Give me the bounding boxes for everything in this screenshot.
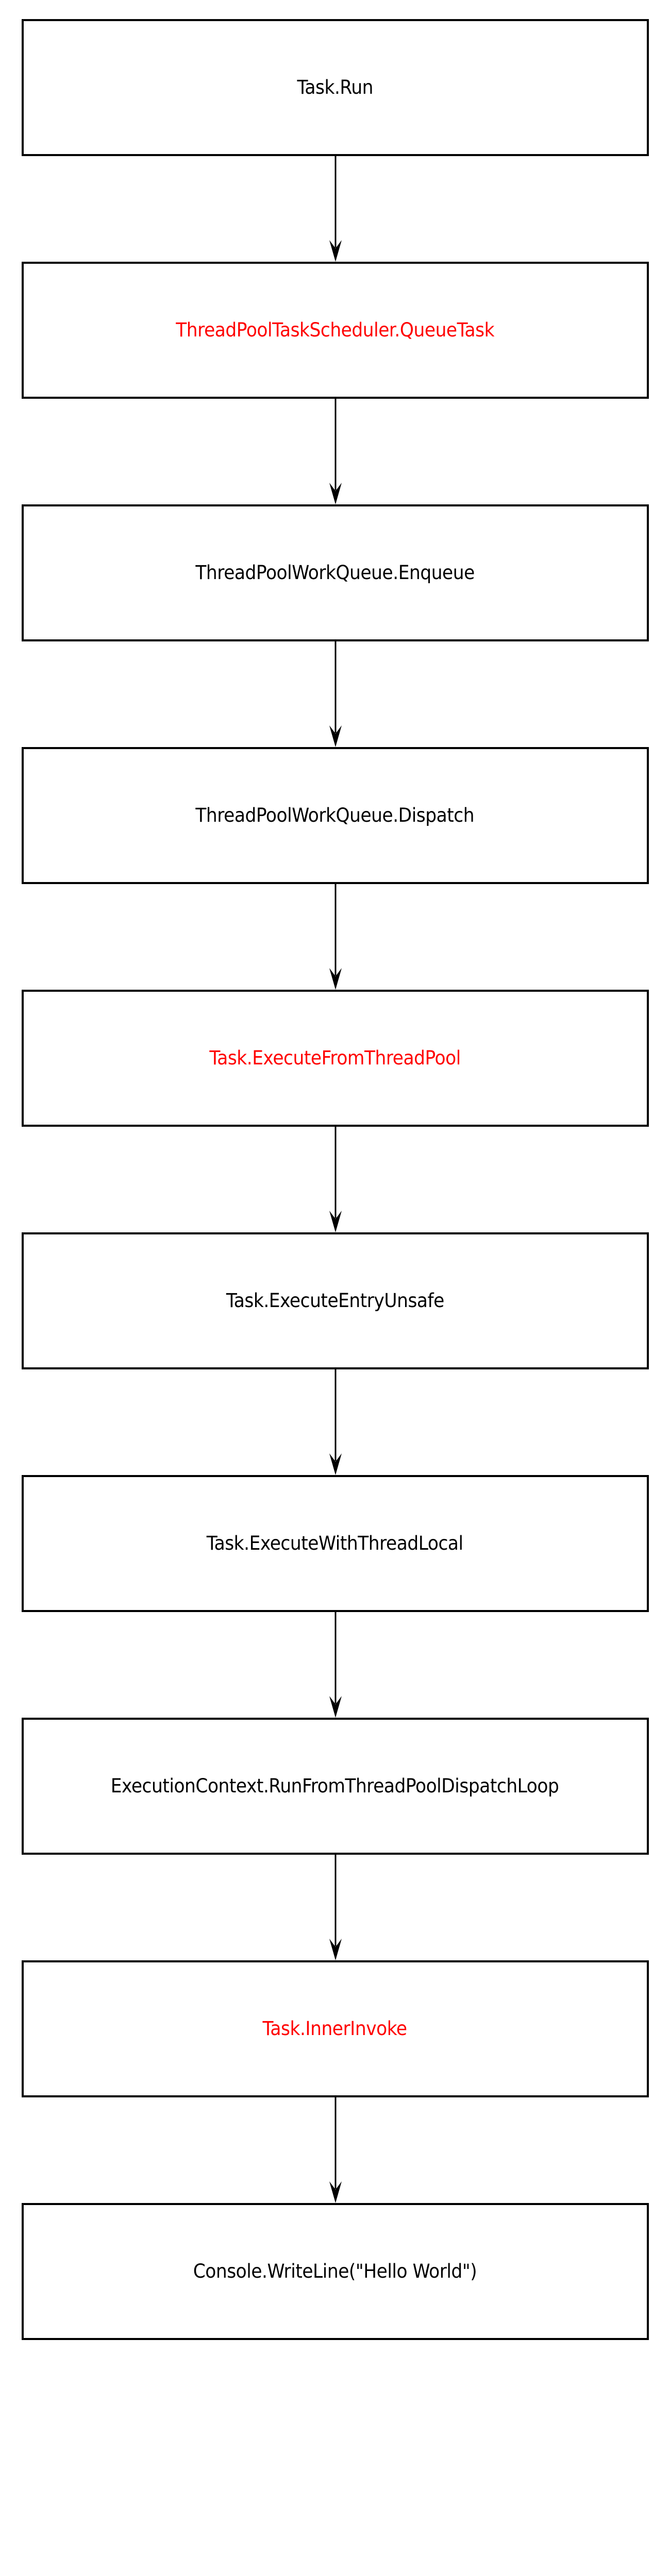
flow-node-label: ThreadPoolTaskScheduler.QueueTask [176,318,494,341]
flow-arrow-n7-to-n8 [22,1612,649,1718]
flow-arrow-n4-to-n5 [22,884,649,990]
flow-node-n9[interactable]: Task.InnerInvoke [21,1960,649,2097]
flow-node-n6[interactable]: Task.ExecuteEntryUnsafe [21,1232,649,1369]
flow-node-label: Task.InnerInvoke [262,2017,408,2040]
flow-node-label: Task.ExecuteEntryUnsafe [226,1289,444,1312]
arrow-icon [329,641,342,747]
bottom-spacer [22,2340,649,2359]
flow-node-label: ExecutionContext.RunFromThreadPoolDispat… [111,1774,559,1797]
flow-arrow-n2-to-n3 [22,399,649,504]
arrow-icon [329,1369,342,1475]
flow-arrow-n8-to-n9 [22,1855,649,1960]
top-spacer [22,0,649,19]
flow-arrow-n5-to-n6 [22,1127,649,1232]
arrow-icon [329,1612,342,1718]
flow-node-n2[interactable]: ThreadPoolTaskScheduler.QueueTask [21,262,649,399]
flow-node-label: Task.Run [297,76,373,98]
flow-node-label: Console.WriteLine("Hello World") [193,2260,477,2282]
arrow-icon [329,1855,342,1960]
flow-arrow-n6-to-n7 [22,1369,649,1475]
flow-node-label: Task.ExecuteWithThreadLocal [207,1532,463,1554]
arrow-icon [329,884,342,990]
flow-node-label: ThreadPoolWorkQueue.Dispatch [195,804,475,826]
flow-node-n4[interactable]: ThreadPoolWorkQueue.Dispatch [21,747,649,884]
arrow-icon [329,156,342,262]
flow-node-n8[interactable]: ExecutionContext.RunFromThreadPoolDispat… [21,1718,649,1855]
arrow-icon [329,399,342,504]
arrow-icon [329,2097,342,2203]
flow-arrow-n3-to-n4 [22,641,649,747]
flow-node-label: Task.ExecuteFromThreadPool [209,1046,461,1069]
flow-arrow-n1-to-n2 [22,156,649,262]
flow-node-n3[interactable]: ThreadPoolWorkQueue.Enqueue [21,504,649,641]
flow-node-n5[interactable]: Task.ExecuteFromThreadPool [21,990,649,1127]
arrow-icon [329,1127,342,1232]
flow-node-n7[interactable]: Task.ExecuteWithThreadLocal [21,1475,649,1612]
flow-node-n10[interactable]: Console.WriteLine("Hello World") [21,2203,649,2340]
flow-arrow-n9-to-n10 [22,2097,649,2203]
flow-node-label: ThreadPoolWorkQueue.Enqueue [195,561,475,584]
flow-node-n1[interactable]: Task.Run [21,19,649,156]
